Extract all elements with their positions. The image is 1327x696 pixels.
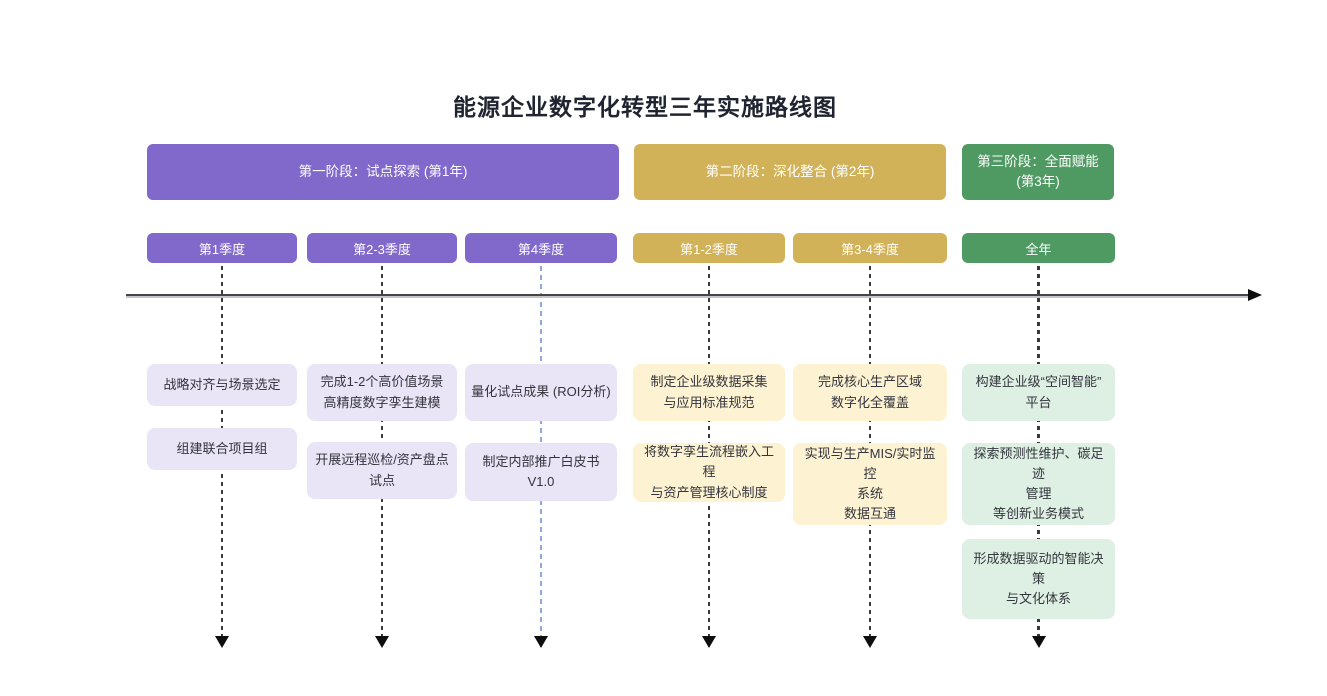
connector-arrowhead-icon	[702, 636, 716, 648]
connector-arrowhead-icon	[215, 636, 229, 648]
connector-arrowhead-icon	[534, 636, 548, 648]
quarter-chip: 全年	[962, 233, 1115, 263]
task-card: 制定企业级数据采集 与应用标准规范	[633, 364, 785, 421]
connector-arrowhead-icon	[375, 636, 389, 648]
phase-band: 第二阶段：深化整合 (第2年)	[634, 144, 946, 200]
task-card: 完成核心生产区域 数字化全覆盖	[793, 364, 947, 421]
quarter-chip: 第1-2季度	[633, 233, 785, 263]
axis-arrowhead-icon	[1248, 289, 1262, 301]
timeline-axis	[126, 294, 1248, 296]
task-card: 形成数据驱动的智能决策 与文化体系	[962, 539, 1115, 619]
task-card: 战略对齐与场景选定	[147, 364, 297, 406]
task-card: 构建企业级“空间智能” 平台	[962, 364, 1115, 421]
task-card: 将数字孪生流程嵌入工程 与资产管理核心制度	[633, 443, 785, 502]
task-card: 探索预测性维护、碳足迹 管理 等创新业务模式	[962, 443, 1115, 525]
phase-band: 第三阶段：全面赋能 (第3年)	[962, 144, 1114, 200]
task-card: 实现与生产MIS/实时监控 系统 数据互通	[793, 443, 947, 525]
task-card: 开展远程巡检/资产盘点 试点	[307, 442, 457, 499]
connector-arrowhead-icon	[1031, 636, 1046, 648]
task-card: 完成1-2个高价值场景 高精度数字孪生建模	[307, 364, 457, 421]
page-title: 能源企业数字化转型三年实施路线图	[453, 94, 837, 120]
connector-arrowhead-icon	[863, 636, 877, 648]
quarter-chip: 第3-4季度	[793, 233, 947, 263]
task-card: 量化试点成果 (ROI分析)	[465, 364, 617, 421]
phase-band: 第一阶段：试点探索 (第1年)	[147, 144, 619, 200]
quarter-chip: 第4季度	[465, 233, 617, 263]
task-card: 组建联合项目组	[147, 428, 297, 470]
task-card: 制定内部推广白皮书V1.0	[465, 443, 617, 501]
quarter-chip: 第1季度	[147, 233, 297, 263]
quarter-chip: 第2-3季度	[307, 233, 457, 263]
